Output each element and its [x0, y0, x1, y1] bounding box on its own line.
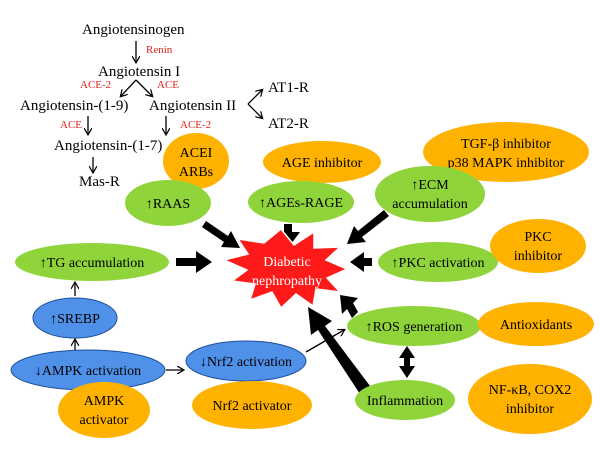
arrow-angi-to-1-9: [121, 79, 137, 96]
antioxidants-node: Antioxidants: [478, 302, 594, 346]
svg-text:↑TG accumulation: ↑TG accumulation: [40, 256, 145, 271]
svg-text:↓Nrf2 activation: ↓Nrf2 activation: [200, 355, 292, 370]
pkc-activation-node: ↑PKC activation: [378, 242, 498, 282]
center-line2: nephropathy: [252, 274, 322, 289]
angiotensin-ii-label: Angiotensin II: [149, 98, 236, 114]
svg-text:↑AGEs-RAGE: ↑AGEs-RAGE: [259, 196, 343, 211]
angiotensinogen-label: Angiotensinogen: [82, 22, 185, 38]
svg-text:Nrf2 activator: Nrf2 activator: [213, 399, 292, 414]
svg-text:↑ROS generation: ↑ROS generation: [366, 320, 463, 335]
ampk-activation-node: ↓AMPK activation: [10, 349, 166, 391]
arrow-angi-to-angii: [135, 79, 152, 96]
svg-text:p38 MAPK inhibitor: p38 MAPK inhibitor: [448, 156, 565, 171]
nfkb-cox2-inhibitor-node: NF-κB, COX2 inhibitor: [468, 364, 592, 434]
svg-text:↑PKC activation: ↑PKC activation: [392, 256, 485, 271]
svg-text:ARBs: ARBs: [179, 165, 213, 180]
svg-text:PKC: PKC: [524, 230, 551, 245]
angiotensin-1-7-label: Angiotensin-(1-7): [54, 138, 162, 154]
ace-label-lower: ACE: [60, 119, 82, 131]
ace2-label-left: ACE-2: [80, 79, 111, 91]
burst-shape: [221, 227, 349, 310]
ace2-label-lower: ACE-2: [180, 119, 211, 131]
arrow-raas-to-center: [202, 221, 240, 248]
arrow-nrf2-to-ros: [305, 330, 344, 353]
age-inhibitor-node: AGE inhibitor: [263, 141, 381, 183]
ecm-accumulation-node: ↑ECM accumulation: [375, 166, 485, 222]
svg-text:accumulation: accumulation: [392, 197, 467, 212]
srebp-node: ↑SREBP: [32, 297, 118, 339]
center-line1: Diabetic: [263, 255, 310, 270]
svg-text:AMPK: AMPK: [84, 394, 124, 409]
svg-text:↑SREBP: ↑SREBP: [50, 312, 100, 327]
svg-text:activator: activator: [80, 413, 129, 428]
svg-text:↑RAAS: ↑RAAS: [146, 197, 190, 212]
arrow-ages-to-center: [276, 224, 300, 248]
svg-text:ACEI: ACEI: [180, 146, 213, 161]
arrow-angii-to-at2r: [247, 103, 262, 118]
at1r-label: AT1-R: [268, 80, 309, 96]
arrow-tg-to-center: [176, 251, 212, 273]
ace-label-right: ACE: [157, 79, 179, 91]
arrow-ros-to-center: [340, 295, 358, 318]
at2r-label: AT2-R: [268, 116, 309, 132]
renin-label: Renin: [146, 44, 173, 56]
svg-text:↑ECM: ↑ECM: [411, 178, 449, 193]
arrow-angii-to-at1r: [247, 90, 262, 105]
svg-text:inhibitor: inhibitor: [514, 249, 563, 264]
inflammation-node: Inflammation: [355, 380, 455, 420]
ras-pathway: Angiotensinogen Renin Angiotensin I ACE-…: [20, 22, 309, 190]
ros-generation-node: ↑ROS generation: [347, 306, 481, 346]
mas-r-label: Mas-R: [79, 174, 120, 190]
svg-text:TGF-β inhibitor: TGF-β inhibitor: [461, 137, 551, 152]
arrow-ros-inflammation-bidirectional: [399, 346, 415, 378]
arrow-ecm-to-center: [347, 210, 389, 244]
tgf-beta-inhibitor-node: TGF-β inhibitor p38 MAPK inhibitor: [423, 122, 589, 182]
angiotensin-1-9-label: Angiotensin-(1-9): [20, 98, 128, 114]
svg-text:AGE inhibitor: AGE inhibitor: [282, 156, 363, 171]
svg-text:inhibitor: inhibitor: [506, 402, 555, 417]
angiotensin-i-label: Angiotensin I: [98, 64, 180, 80]
nrf2-activation-node: ↓Nrf2 activation: [185, 340, 307, 382]
ages-rage-node: ↑AGEs-RAGE: [248, 181, 354, 223]
diabetic-nephropathy-center: Diabetic nephropathy: [221, 227, 349, 310]
arrow-inflammation-to-center: [308, 307, 370, 394]
svg-text:Antioxidants: Antioxidants: [500, 318, 572, 333]
svg-text:Inflammation: Inflammation: [367, 394, 443, 409]
ampk-activator-node: AMPK activator: [58, 382, 150, 438]
raas-node: ↑RAAS: [125, 180, 211, 226]
pkc-inhibitor-node: PKC inhibitor: [490, 219, 586, 273]
arrow-pkc-to-center: [350, 252, 372, 272]
tg-accumulation-node: ↑TG accumulation: [15, 243, 169, 281]
thick-arrows: [176, 210, 389, 394]
svg-text:NF-κB, COX2: NF-κB, COX2: [489, 383, 572, 398]
acei-arbs-node: ACEI ARBs: [163, 133, 229, 189]
nrf2-activator-node: Nrf2 activator: [192, 381, 312, 429]
svg-text:↓AMPK activation: ↓AMPK activation: [35, 364, 141, 379]
